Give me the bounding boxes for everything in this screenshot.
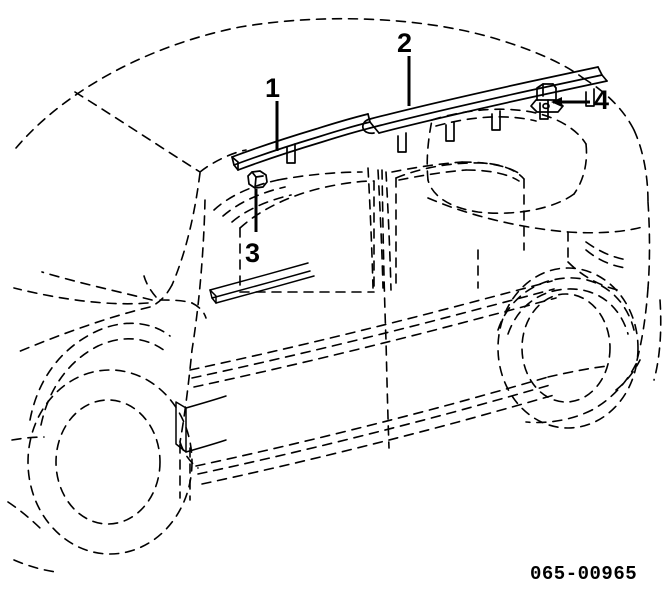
callout-number-2: 2 [397,28,413,58]
part-4-molding-clip-bracket [530,83,564,113]
rocker-molding-solid-end [175,395,227,453]
diagram-part-number: 065-00965 [530,563,638,585]
leader-arrowhead-4 [551,97,562,107]
part-3-molding-plug-cap [247,170,268,189]
vehicle-body-outline [7,17,662,573]
callout-number-3: 3 [245,238,261,268]
callout-leaders [254,56,590,232]
part-1-front-roof-molding [231,113,375,171]
callout-number-4: 4 [594,85,610,115]
callout-number-1: 1 [265,73,281,103]
door-belt-molding-solid [209,262,315,304]
part-2-rear-roof-molding [361,66,608,153]
